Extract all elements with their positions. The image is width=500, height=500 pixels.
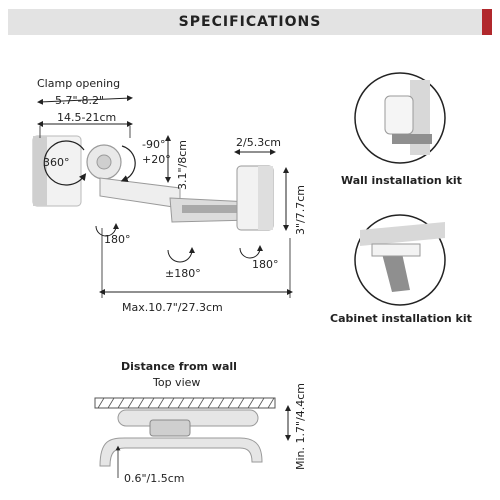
arm-segment-1 (99, 177, 181, 209)
clamp-top-view (99, 437, 263, 467)
clamp-opening-label: Clamp opening (37, 77, 120, 90)
arm-segment-2-stripe (182, 205, 244, 213)
tilt-down-label: +20° (142, 153, 171, 166)
clamp-inch-line (37, 95, 133, 105)
cabinet-kit-label: Cabinet installation kit (330, 312, 472, 325)
joint3-arrow (239, 245, 263, 259)
post-width-label: 2/5.3cm (236, 136, 281, 149)
knob-center (96, 154, 112, 170)
mount-post-side (258, 166, 273, 230)
knob-top-view (149, 419, 191, 437)
arm-diagram: Clamp opening 5.7"-8.2" 14.5-21cm 360° -… (32, 77, 307, 314)
joint3-label: 180° (252, 258, 279, 271)
post-height-label: 3"/7.7cm (294, 185, 307, 235)
wall-distance-title: Distance from wall (121, 360, 237, 373)
joint1-label: 180° (104, 233, 131, 246)
clamp-edge (33, 136, 47, 206)
min-distance-label: Min. 1.7"/4.4cm (294, 383, 307, 470)
tilt-up-label: -90° (142, 138, 165, 151)
wall-kit-base (392, 134, 432, 144)
clamp-height-label: 3.1"/8cm (176, 140, 189, 190)
joint2-label: ±180° (165, 267, 201, 280)
cabinet-kit: Cabinet installation kit (330, 214, 472, 325)
clamp-inch-label: 5.7"-8.2" (55, 94, 104, 107)
rotate-360-label: 360° (43, 156, 70, 169)
wall-kit: Wall installation kit (341, 72, 462, 187)
cabinet-kit-shelf (360, 222, 445, 246)
wall-kit-label: Wall installation kit (341, 174, 462, 187)
bottom-dim-label: 0.6"/1.5cm (124, 472, 185, 485)
wall-distance-subtitle: Top view (152, 376, 200, 389)
rotate-360-arrow (43, 140, 87, 186)
joint2-arrow (167, 247, 195, 263)
max-length-label: Max.10.7"/27.3cm (122, 301, 223, 314)
wall-distance-diagram: Distance from wall Top view Min. 1.7"/4.… (94, 360, 307, 485)
wall-hatch-lines (97, 397, 275, 409)
header-title: SPECIFICATIONS (178, 14, 322, 30)
wall-hatch (94, 397, 276, 409)
clamp-cm-label: 14.5-21cm (57, 111, 116, 124)
wall-kit-bracket (384, 95, 414, 135)
tilt-arrow (120, 145, 136, 182)
joint1-arrow (95, 223, 119, 237)
cabinet-kit-clamp (371, 243, 421, 257)
header-accent-stripe (482, 9, 492, 35)
header-bar: SPECIFICATIONS (8, 9, 492, 35)
